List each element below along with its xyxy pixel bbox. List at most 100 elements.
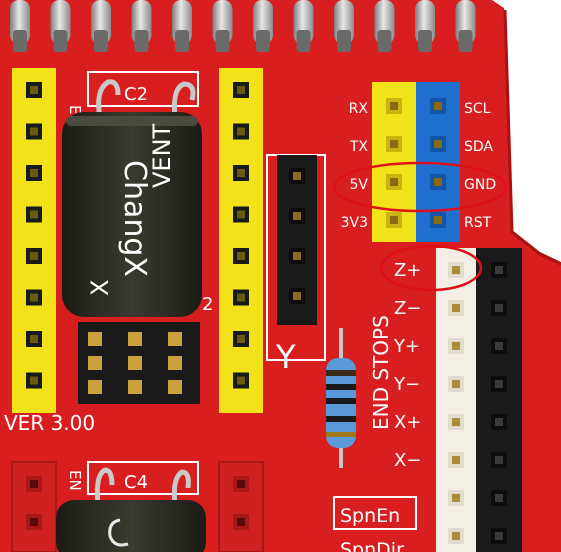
microstep-pin — [168, 332, 182, 346]
en-label-bottom: EN — [66, 470, 84, 491]
endstop-pin-hole — [448, 300, 464, 316]
endstop-ground-hole — [491, 338, 507, 354]
endstop-pin-label: X+ — [394, 412, 421, 433]
uart-pin-hole — [386, 136, 402, 152]
driver-pin-hole — [26, 331, 42, 347]
top-header-pins — [10, 0, 476, 52]
y-pin-hole — [289, 168, 305, 184]
right-pin-label: GND — [464, 177, 496, 193]
driver-pin-hole — [233, 289, 249, 306]
driver-pin-hole — [26, 206, 42, 223]
capacitor-brand: ChangX — [117, 160, 152, 277]
driver-pin-hole — [26, 372, 42, 389]
driver-pin-hole — [26, 289, 42, 306]
driver-pin-hole — [26, 514, 42, 530]
endstop-pin-label: Y− — [393, 374, 420, 395]
pcb-edge-shadow — [503, 9, 561, 266]
microstep-pin — [88, 356, 102, 370]
microstep-pin — [128, 380, 142, 394]
driver-pin-hole — [233, 476, 249, 492]
y-pin-hole — [289, 248, 305, 264]
right-pin-label: SDA — [464, 139, 493, 155]
endstop-ground-hole — [491, 452, 507, 468]
endstop-pin-hole — [448, 414, 464, 430]
driver-header-bottom-left — [11, 461, 57, 552]
top-pin — [131, 0, 152, 52]
spnen-box — [333, 496, 417, 530]
uart-pin-hole — [386, 174, 402, 190]
microstep-pin — [128, 332, 142, 346]
c2-label: C2 — [124, 84, 148, 105]
microstep-pin — [88, 380, 102, 394]
endstop-ground-hole — [491, 528, 507, 544]
uart-pin-hole — [386, 98, 402, 114]
endstop-pin-hole — [448, 490, 464, 506]
driver-header-right — [219, 68, 263, 413]
endstop-ground-hole — [491, 414, 507, 430]
driver-pin-hole — [233, 165, 249, 181]
driver-header-bottom-right — [218, 461, 264, 552]
endstop-pin-label: Z+ — [394, 260, 421, 281]
c4-outline — [87, 461, 199, 495]
capacitor-vent: VENT — [148, 123, 176, 188]
microstep-pin — [128, 356, 142, 370]
top-pin — [253, 0, 273, 52]
driver-pin-hole — [233, 514, 249, 530]
c4-label: C4 — [124, 472, 148, 493]
driver-pin-hole — [233, 82, 249, 98]
left-pin-label: RX — [349, 101, 369, 117]
spndir-label: SpnDir — [340, 539, 404, 552]
driver-pin-hole — [233, 372, 249, 389]
driver-pin-hole — [26, 123, 42, 140]
top-pin — [91, 0, 111, 52]
endstop-pin-hole — [448, 452, 464, 468]
highlight-z-plus — [379, 244, 483, 292]
top-pin — [212, 0, 233, 52]
endstop-pin-label: Z− — [394, 298, 421, 319]
driver-pin-hole — [233, 248, 249, 264]
top-pin — [293, 0, 314, 52]
resistor — [326, 328, 356, 468]
driver-pin-hole — [26, 476, 42, 492]
endstop-pin-hole — [448, 528, 464, 544]
endstop-ground-hole — [491, 300, 507, 316]
driver-pin-hole — [233, 123, 249, 140]
capacitor-side: X — [86, 280, 114, 296]
driver-pin-hole — [26, 248, 42, 264]
right-pin-label: SCL — [464, 101, 491, 117]
top-pin — [374, 0, 395, 52]
y-axis-label: Y — [275, 338, 296, 376]
driver-pin-hole — [233, 206, 249, 223]
top-pin — [50, 0, 71, 52]
uart-pin-hole — [386, 212, 402, 228]
endstop-ground-hole — [491, 376, 507, 392]
spnen-label: SpnEn — [340, 505, 400, 527]
i2c-pin-hole — [430, 174, 446, 190]
c2-outline — [87, 71, 199, 107]
top-pin — [415, 0, 435, 52]
i2c-pin-hole — [430, 136, 446, 152]
version-label: VER 3.00 — [4, 411, 95, 435]
top-pin — [334, 0, 354, 52]
y-pin-hole — [289, 288, 305, 304]
driver-pin-hole — [26, 82, 42, 98]
i2c-pin-hole — [430, 98, 446, 114]
end-stops-label: END STOPS — [369, 315, 393, 430]
driver-pin-hole — [26, 165, 42, 181]
microstep-jumper-header — [78, 322, 200, 404]
small-2-label: 2 — [202, 294, 213, 315]
endstop-ground-hole — [491, 490, 507, 506]
endstop-pin-label: Y+ — [393, 336, 420, 357]
endstop-ground-hole — [491, 262, 507, 278]
endstop-header-black — [476, 248, 522, 552]
top-pin — [172, 0, 192, 52]
microstep-pin — [168, 356, 182, 370]
right-pin-label: RST — [464, 215, 492, 231]
electrolytic-capacitor: ChangX VENT X — [62, 79, 202, 317]
highlight-5v-gnd — [332, 161, 508, 213]
endstop-pin-hole — [448, 262, 464, 278]
left-pin-label: 3V3 — [341, 215, 368, 231]
microstep-pin — [168, 380, 182, 394]
